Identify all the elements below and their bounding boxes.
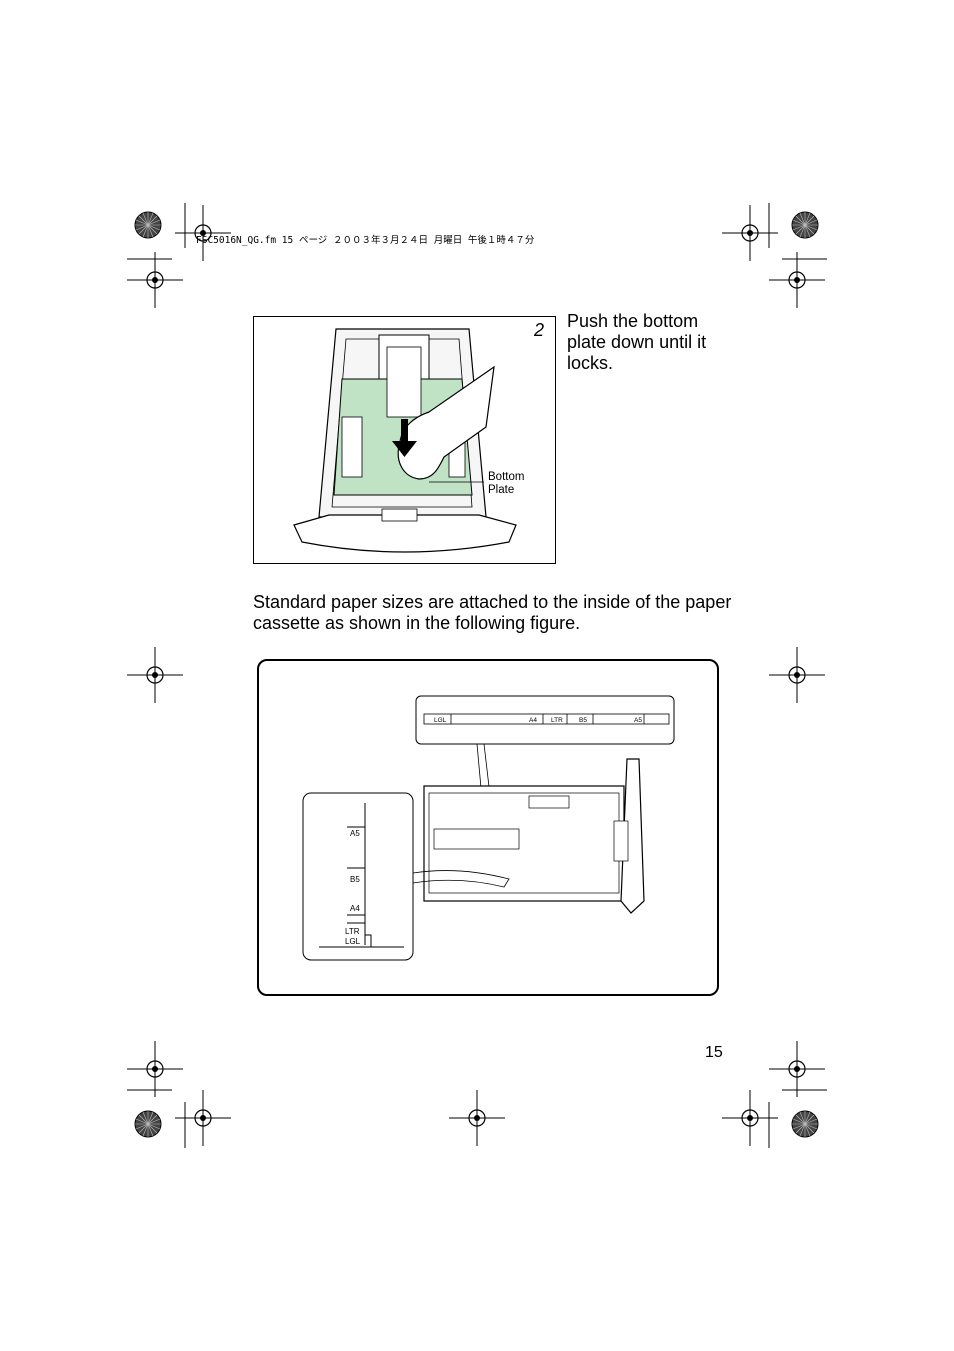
- side-label-b5: B5: [350, 875, 360, 884]
- hand: [397, 365, 495, 480]
- step-illustration-frame: [253, 316, 556, 564]
- registration-mark: [768, 646, 826, 704]
- callout-line-1: Bottom: [488, 471, 525, 483]
- registration-mark: [126, 1040, 184, 1098]
- side-label-ltr: LTR: [345, 927, 360, 936]
- paper-size-figure-frame: LGL A4 LTR B5 A5 A5 B5 A4 LTR LGL: [257, 659, 719, 996]
- side-label-lgl: LGL: [345, 937, 361, 946]
- strip-label-lgl: LGL: [434, 717, 447, 724]
- starburst-mark: [791, 1110, 819, 1138]
- step-number: 2: [534, 320, 545, 340]
- registration-mark: [174, 1089, 232, 1147]
- bottom-plate-callout: Bottom Plate: [488, 471, 548, 497]
- registration-mark: [721, 204, 779, 262]
- strip-label-ltr: LTR: [551, 717, 563, 724]
- registration-mark: [768, 1040, 826, 1098]
- starburst-mark: [134, 211, 162, 239]
- registration-mark: [721, 1089, 779, 1147]
- registration-mark: [126, 646, 184, 704]
- strip-label-b5: B5: [579, 717, 587, 724]
- starburst-mark: [134, 1110, 162, 1138]
- cassette-bottom-plate-illustration: [293, 328, 517, 553]
- page-number: 15: [705, 1044, 723, 1061]
- file-header: FSC5016N_QG.fm 15 ページ ２００３年３月２４日 月曜日 午後１…: [196, 235, 535, 246]
- push-arrow: [401, 419, 408, 443]
- step-instruction: Push the bottom plate down until it lock…: [567, 311, 707, 373]
- side-label-a4: A4: [350, 904, 360, 913]
- starburst-mark: [791, 211, 819, 239]
- registration-mark: [126, 251, 184, 309]
- strip-label-a5: A5: [634, 717, 642, 724]
- registration-mark: [768, 251, 826, 309]
- side-label-a5: A5: [350, 829, 360, 838]
- registration-mark: [448, 1089, 506, 1147]
- paper-sizes-intro: Standard paper sizes are attached to the…: [253, 592, 732, 633]
- callout-line-2: Plate: [488, 484, 515, 496]
- strip-label-a4: A4: [529, 717, 537, 724]
- paper-size-figure: LGL A4 LTR B5 A5 A5 B5 A4 LTR LGL: [302, 695, 675, 961]
